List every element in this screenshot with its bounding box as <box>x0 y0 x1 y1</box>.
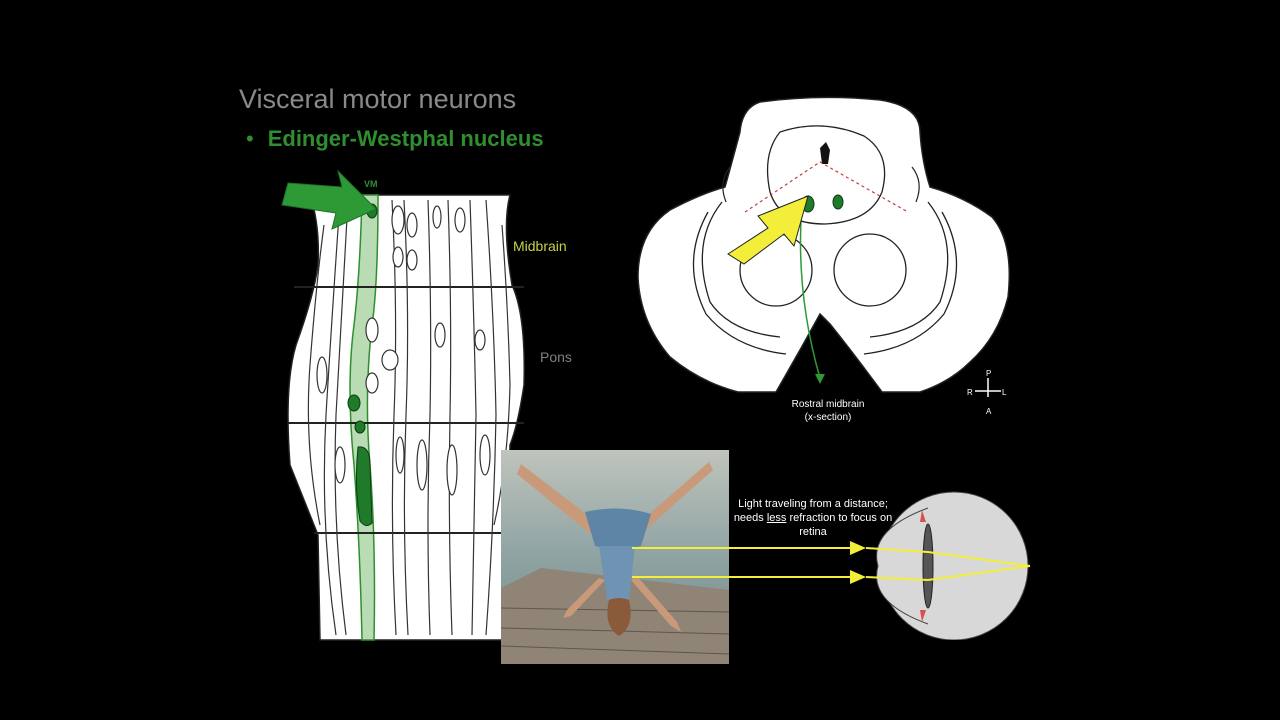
peduncle-right-outer <box>692 211 787 355</box>
colliculus-left <box>911 166 920 203</box>
tegmentum <box>766 125 886 225</box>
lens <box>922 523 934 609</box>
bullet-marker: • <box>246 126 254 151</box>
edinger-westphal-nuclei <box>347 203 378 527</box>
caption-line-1: Rostral midbrain <box>791 399 865 410</box>
vm-label: VM <box>364 179 378 189</box>
brainstem-diagram <box>281 169 525 641</box>
compass-cross <box>975 378 1001 397</box>
colliculus-right <box>722 166 731 203</box>
bullet-item: • Edinger-Westphal nucleus <box>246 126 544 152</box>
light-caption: Light traveling from a distance; needs l… <box>732 497 894 539</box>
green-pointer-head <box>815 374 825 384</box>
compass-a: A <box>986 407 992 416</box>
shorts <box>585 508 651 549</box>
dashed-guide <box>744 161 909 213</box>
arm-right <box>631 576 681 632</box>
caption-line-2: (x-section) <box>804 412 852 423</box>
arm-left <box>563 578 605 618</box>
refracted-ray-top <box>865 547 1031 567</box>
nucleus-ovals <box>316 205 491 496</box>
pons-label: Pons <box>540 349 572 365</box>
peduncle-left <box>869 201 949 338</box>
head-hair <box>607 598 631 636</box>
iris-bottom <box>920 610 926 622</box>
peduncle-left-outer <box>863 211 958 355</box>
compass-l: L <box>1002 388 1007 397</box>
cerebral-aqueduct <box>820 142 830 164</box>
compass-r: R <box>967 388 973 397</box>
peduncle-right <box>701 201 781 338</box>
iris-top <box>920 510 926 522</box>
ew-nucleus-left <box>832 194 844 210</box>
leg-left <box>517 464 601 536</box>
light-ray-top-head <box>850 541 866 555</box>
shirt <box>599 546 635 600</box>
yellow-arrow <box>727 195 809 265</box>
cornea <box>876 507 929 625</box>
slide-title: Visceral motor neurons <box>239 84 517 114</box>
light-caption-part-2: refraction to focus on retina <box>786 512 893 538</box>
bullet-text: Edinger-Westphal nucleus <box>267 126 544 151</box>
green-arrow <box>281 169 377 230</box>
compass-p: P <box>986 369 992 378</box>
midbrain-cross-section <box>637 96 1011 397</box>
cross-section-outline <box>637 96 1011 393</box>
eye-optics-diagram <box>632 491 1031 640</box>
leg-right <box>635 462 713 534</box>
nucleus-columns <box>307 199 511 636</box>
light-caption-part-1: Light traveling from a distance; needs <box>733 498 888 524</box>
red-nucleus-left <box>833 233 907 307</box>
refracted-ray-bottom <box>865 565 1031 582</box>
headstand-photo <box>501 450 729 664</box>
cross-section-caption: Rostral midbrain (x-section) <box>770 398 886 424</box>
midbrain-label: Midbrain <box>513 238 567 254</box>
light-caption-emphasis: less <box>766 512 787 524</box>
light-ray-bottom-head <box>850 570 866 584</box>
